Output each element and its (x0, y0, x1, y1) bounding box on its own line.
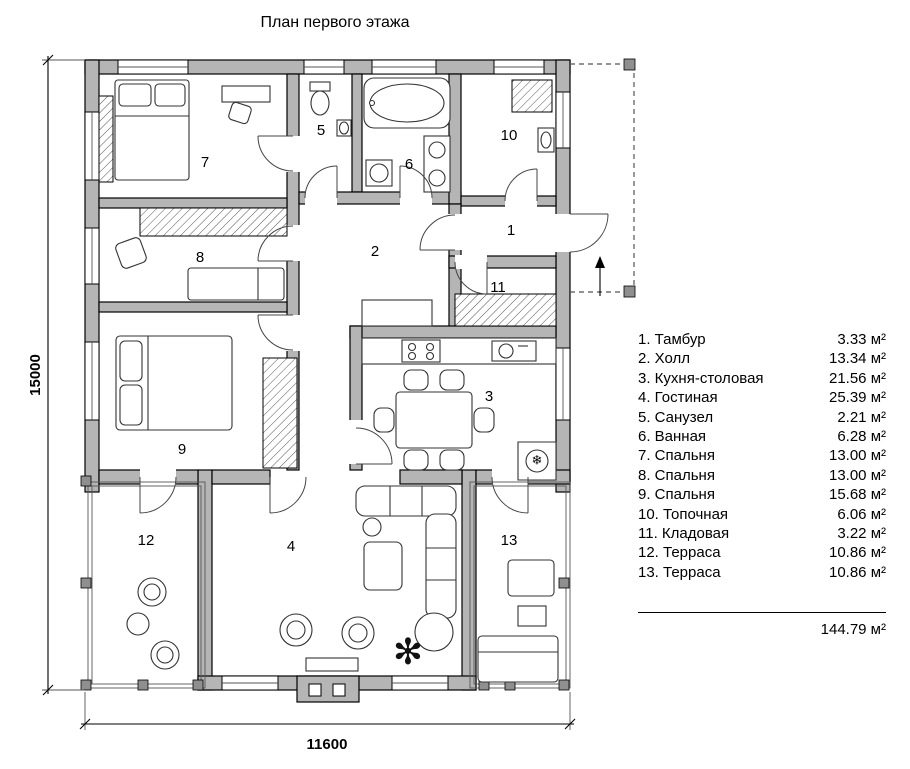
room-label-13: 13 (501, 532, 518, 549)
entrance-porch (570, 58, 636, 298)
terrace13-outline (469, 481, 571, 691)
legend-item-area: 13.00 м² (828, 447, 886, 465)
room-label-12: 12 (138, 532, 155, 549)
dimension-width-label: 11600 (307, 736, 348, 753)
room-labels: 1 2 3 4 5 6 7 8 9 10 11 12 13 (138, 122, 518, 555)
legend-item: 12. Терраса 10.86 м² (638, 543, 886, 562)
door-openings (140, 136, 571, 485)
legend-item-label: 2. Холл (638, 350, 691, 368)
furniture-room8-icon (115, 237, 285, 301)
legend-item-area: 3.22 м² (837, 525, 886, 543)
windows (84, 59, 571, 697)
room-label-9: 9 (178, 441, 186, 458)
legend-item: 6. Ванная 6.28 м² (638, 427, 886, 446)
tv-bench-icon (305, 657, 359, 672)
legend-item: 8. Спальня 13.00 м² (638, 466, 886, 485)
room-legend: 1. Тамбур 3.33 м² 2. Холл 13.34 м² 3. Кухн… (638, 330, 886, 638)
wardrobe-room8-icon (139, 207, 288, 237)
wardrobes (98, 79, 557, 469)
page-title: План первого этажа (260, 14, 410, 31)
legend-item-label: 9. Спальня (638, 486, 715, 504)
legend-total-rule (638, 612, 886, 614)
doors (139, 135, 609, 514)
legend-item: 9. Спальня 15.68 м² (638, 485, 886, 504)
snowflake-icon: ❄ (532, 452, 543, 467)
legend-item-area: 3.33 м² (837, 331, 886, 348)
armchairs-room4-icon (279, 613, 375, 650)
room-label-8: 8 (196, 249, 204, 266)
boiler-room-sink-icon (537, 127, 555, 153)
bed-room7-icon (114, 79, 190, 181)
legend-item-label: 10. Топочная (638, 505, 729, 523)
kitchen-counter-icon (361, 299, 557, 365)
legend-item: 4. Гостиная 25.39 м² (638, 388, 886, 407)
legend-item-area: 21.56 м² (828, 369, 886, 387)
dining-table-icon (373, 369, 495, 471)
sofa-room4-icon (355, 485, 457, 652)
plant-icon: ✻ (393, 631, 423, 672)
terrace12-outline (80, 475, 206, 691)
boiler-icon (511, 79, 553, 113)
legend-item: 2. Холл 13.34 м² (638, 349, 886, 368)
legend-item-label: 1. Тамбур (638, 331, 706, 348)
room-label-10: 10 (501, 127, 518, 144)
coffee-table-icon (363, 541, 403, 591)
stove-icon: ❄ (517, 441, 557, 481)
room-label-3: 3 (485, 388, 493, 405)
bathroom-fixtures-icon (363, 77, 451, 193)
legend-item: 11. Кладовая 3.22 м² (638, 524, 886, 543)
terrace13-furniture-icon (477, 559, 559, 683)
bed-room9-icon (115, 335, 233, 431)
legend-item-area: 15.68 м² (828, 486, 886, 504)
legend-item-label: 3. Кухня-столовая (638, 369, 764, 387)
legend-item-label: 8. Спальня (638, 466, 715, 484)
dimension-bottom: 11600 (79, 692, 576, 753)
toilet-room5-icon (309, 81, 352, 137)
legend-total: 144.79 м² (820, 621, 886, 639)
dimension-left: 15000 (27, 54, 84, 696)
room-label-4: 4 (287, 538, 295, 555)
legend-item-label: 4. Гостиная (638, 389, 718, 407)
legend-item: 1. Тамбур 3.33 м² (638, 330, 886, 349)
legend-item-label: 7. Спальня (638, 447, 715, 465)
legend-item-area: 13.34 м² (828, 350, 886, 368)
room-label-5: 5 (317, 122, 325, 139)
legend-item: 7. Спальня 13.00 м² (638, 446, 886, 465)
legend-item: 10. Топочная 6.06 м² (638, 505, 886, 524)
legend-item-area: 13.00 м² (828, 466, 886, 484)
legend-item: 13. Терраса 10.86 м² (638, 563, 886, 582)
terrace12-furniture-icon (126, 577, 180, 670)
room-label-7: 7 (201, 154, 209, 171)
legend-item: 5. Санузел 2.21 м² (638, 408, 886, 427)
room-label-6: 6 (405, 156, 413, 173)
legend-item: 3. Кухня-столовая 21.56 м² (638, 369, 886, 388)
legend-item-label: 13. Терраса (638, 563, 721, 581)
wardrobe-room7-icon (98, 95, 114, 183)
legend-item-area: 6.28 м² (837, 428, 886, 446)
legend-item-area: 10.86 м² (828, 563, 886, 581)
room-label-1: 1 (507, 222, 515, 239)
legend-item-area: 10.86 м² (828, 544, 886, 562)
dimension-height-label: 15000 (27, 354, 44, 396)
desk-room7-icon (221, 85, 271, 125)
legend-item-area: 25.39 м² (828, 389, 886, 407)
legend-item-area: 6.06 м² (837, 505, 886, 523)
wardrobe-room9-icon (262, 357, 298, 469)
room-label-11: 11 (490, 279, 506, 296)
legend-item-area: 2.21 м² (837, 408, 886, 426)
room-label-2: 2 (371, 243, 379, 260)
legend-item-label: 5. Санузел (638, 408, 714, 426)
legend-item-label: 11. Кладовая (638, 525, 730, 543)
legend-item-label: 6. Ванная (638, 428, 707, 446)
legend-item-label: 12. Терраса (638, 544, 721, 562)
wardrobe-room11-icon (454, 293, 557, 327)
